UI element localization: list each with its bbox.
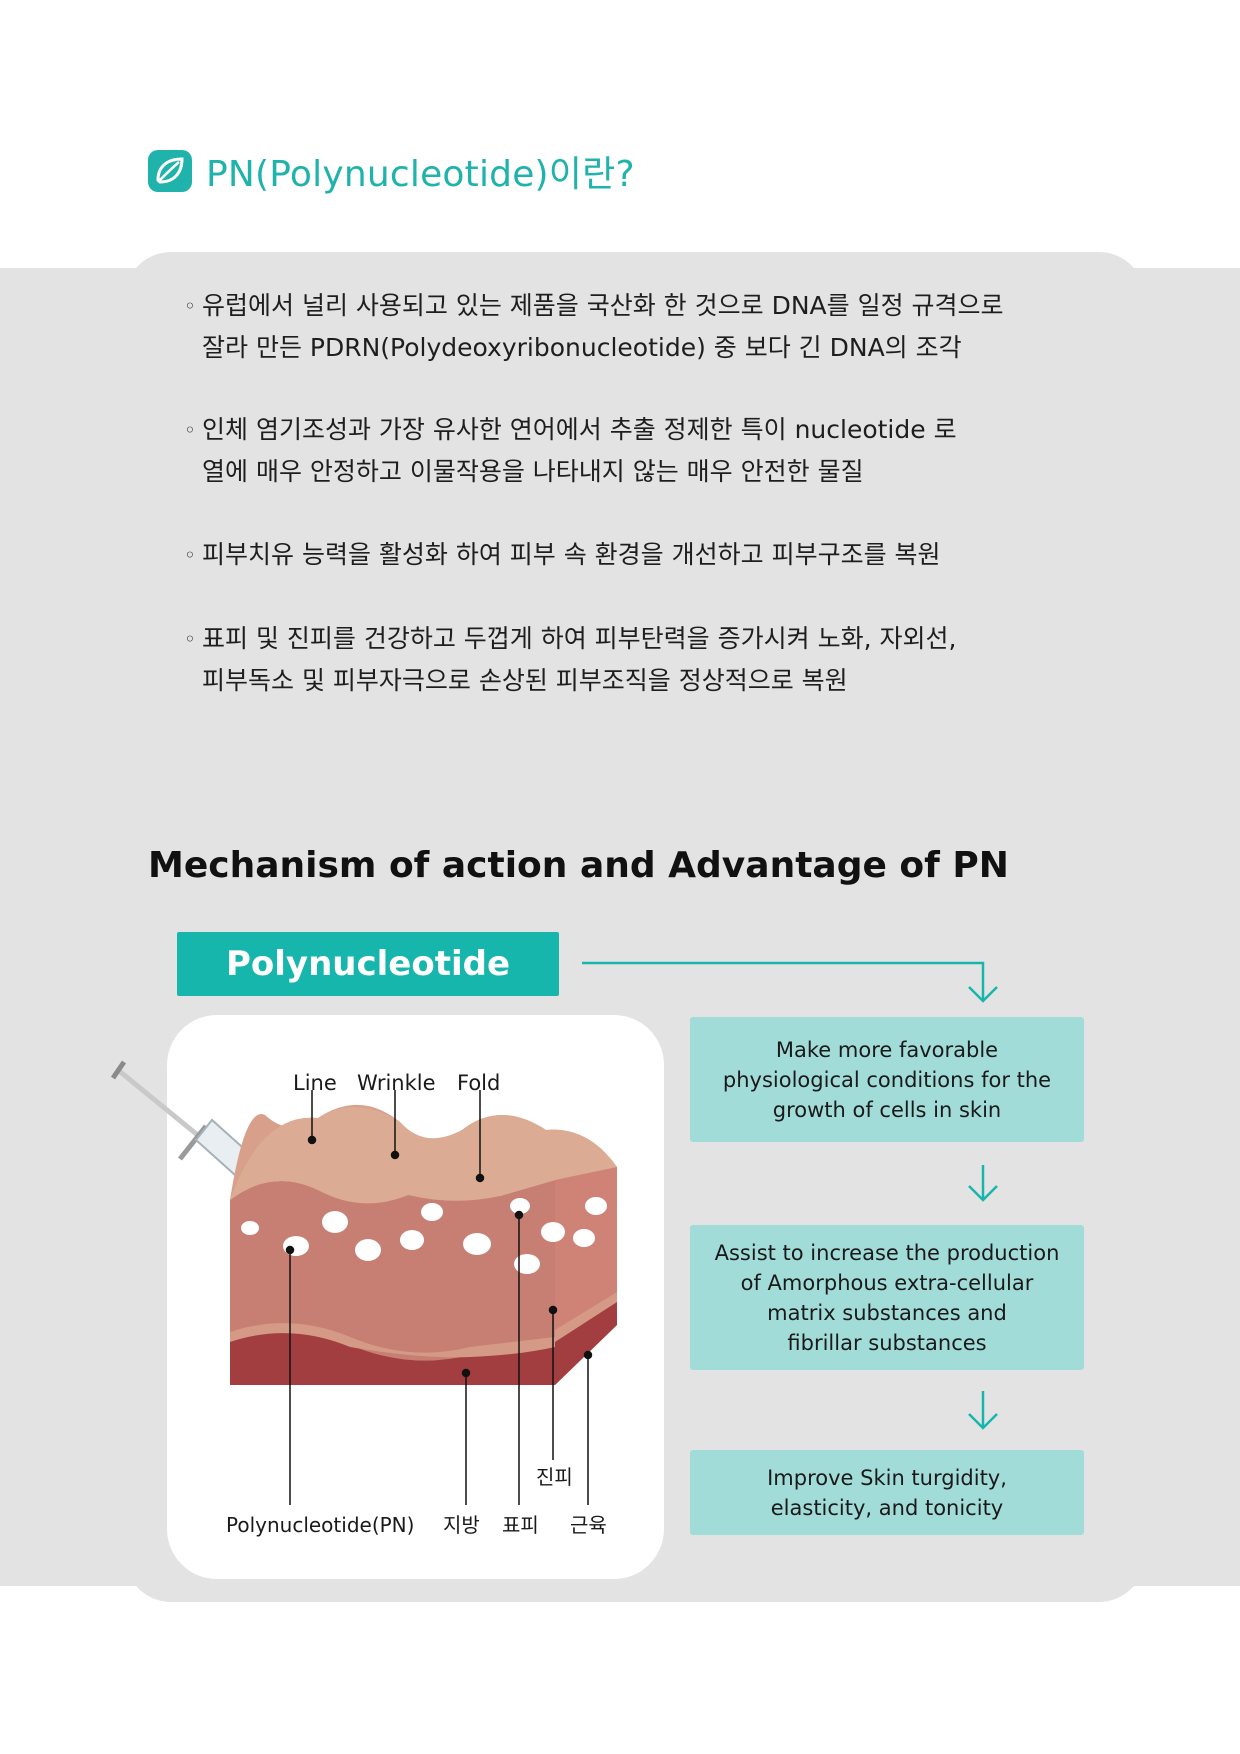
flow-step-2: Assist to increase the production of Amo… xyxy=(690,1225,1084,1370)
flow-step-3: Improve Skin turgidity, elasticity, and … xyxy=(690,1450,1084,1535)
polynucleotide-banner: Polynucleotide xyxy=(177,932,559,996)
flow-step-line: Make more favorable xyxy=(775,1037,999,1062)
page-header: PN(Polynucleotide)이란? xyxy=(148,148,635,195)
bullet-line: 잘라 만든 PDRN(Polydeoxyribonucleotide) 중 보다… xyxy=(202,333,962,362)
bullet-marker: ◦ xyxy=(184,294,196,318)
bullet-line: 인체 염기조성과 가장 유사한 연어에서 추출 정제한 특이 nucleotid… xyxy=(202,415,957,444)
flow-step-line: growth of cells in skin xyxy=(772,1097,1002,1122)
bullet-line: 열에 매우 안정하고 이물작용을 나타내지 않는 매우 안전한 물질 xyxy=(202,457,864,486)
flow-step-line: physiological conditions for the xyxy=(722,1067,1052,1092)
bullet-line: 유럽에서 널리 사용되고 있는 제품을 국산화 한 것으로 DNA를 일정 규격… xyxy=(202,291,1004,320)
bullet-line: 피부치유 능력을 활성화 하여 피부 속 환경을 개선하고 피부구조를 복원 xyxy=(202,540,941,569)
page-title: PN(Polynucleotide)이란? xyxy=(206,154,635,195)
section-heading: Mechanism of action and Advantage of PN xyxy=(148,845,1009,886)
flow-step-line: elasticity, and tonicity xyxy=(770,1495,1004,1520)
flow-step-line: of Amorphous extra-cellular xyxy=(740,1270,1034,1295)
skin-diagram-card xyxy=(167,1015,664,1579)
bullet-item: ◦ 인체 염기조성과 가장 유사한 연어에서 추출 정제한 특이 nucleot… xyxy=(184,409,1084,493)
bullet-marker: ◦ xyxy=(184,627,196,651)
bullet-line: 표피 및 진피를 건강하고 두껍게 하여 피부탄력을 증가시켜 노화, 자외선, xyxy=(202,624,957,653)
flow-step-line: Improve Skin turgidity, xyxy=(767,1465,1007,1490)
bullet-item: ◦ 피부치유 능력을 활성화 하여 피부 속 환경을 개선하고 피부구조를 복원 xyxy=(184,534,1084,576)
leaf-icon xyxy=(148,150,192,192)
flow-step-1: Make more favorable physiological condit… xyxy=(690,1017,1084,1142)
bullet-marker: ◦ xyxy=(184,418,196,442)
flow-step-line: Assist to increase the production xyxy=(714,1240,1060,1265)
bullet-item: ◦ 유럽에서 널리 사용되고 있는 제품을 국산화 한 것으로 DNA를 일정 … xyxy=(184,285,1084,369)
bullet-item: ◦ 표피 및 진피를 건강하고 두껍게 하여 피부탄력을 증가시켜 노화, 자외… xyxy=(184,618,1084,702)
bullet-line: 피부독소 및 피부자극으로 손상된 피부조직을 정상적으로 복원 xyxy=(202,666,848,695)
bullet-marker: ◦ xyxy=(184,543,196,567)
flow-step-line: matrix substances and xyxy=(767,1300,1007,1325)
flow-step-line: fibrillar substances xyxy=(787,1330,987,1355)
